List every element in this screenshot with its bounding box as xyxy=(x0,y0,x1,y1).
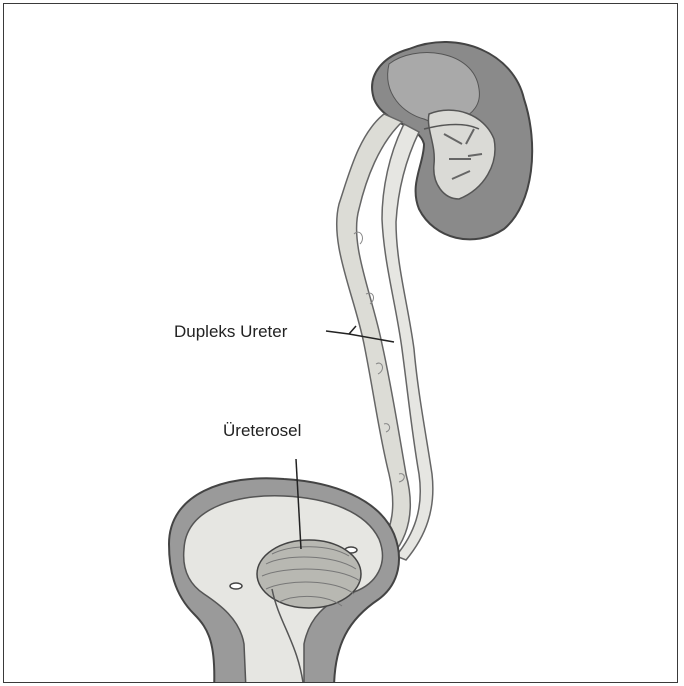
anatomy-illustration xyxy=(4,4,678,683)
figure-frame: Dupleks Ureter Üreterosel xyxy=(3,3,678,683)
ureterocele-label: Üreterosel xyxy=(223,421,301,441)
duplex-ureter-label: Dupleks Ureter xyxy=(174,322,287,342)
